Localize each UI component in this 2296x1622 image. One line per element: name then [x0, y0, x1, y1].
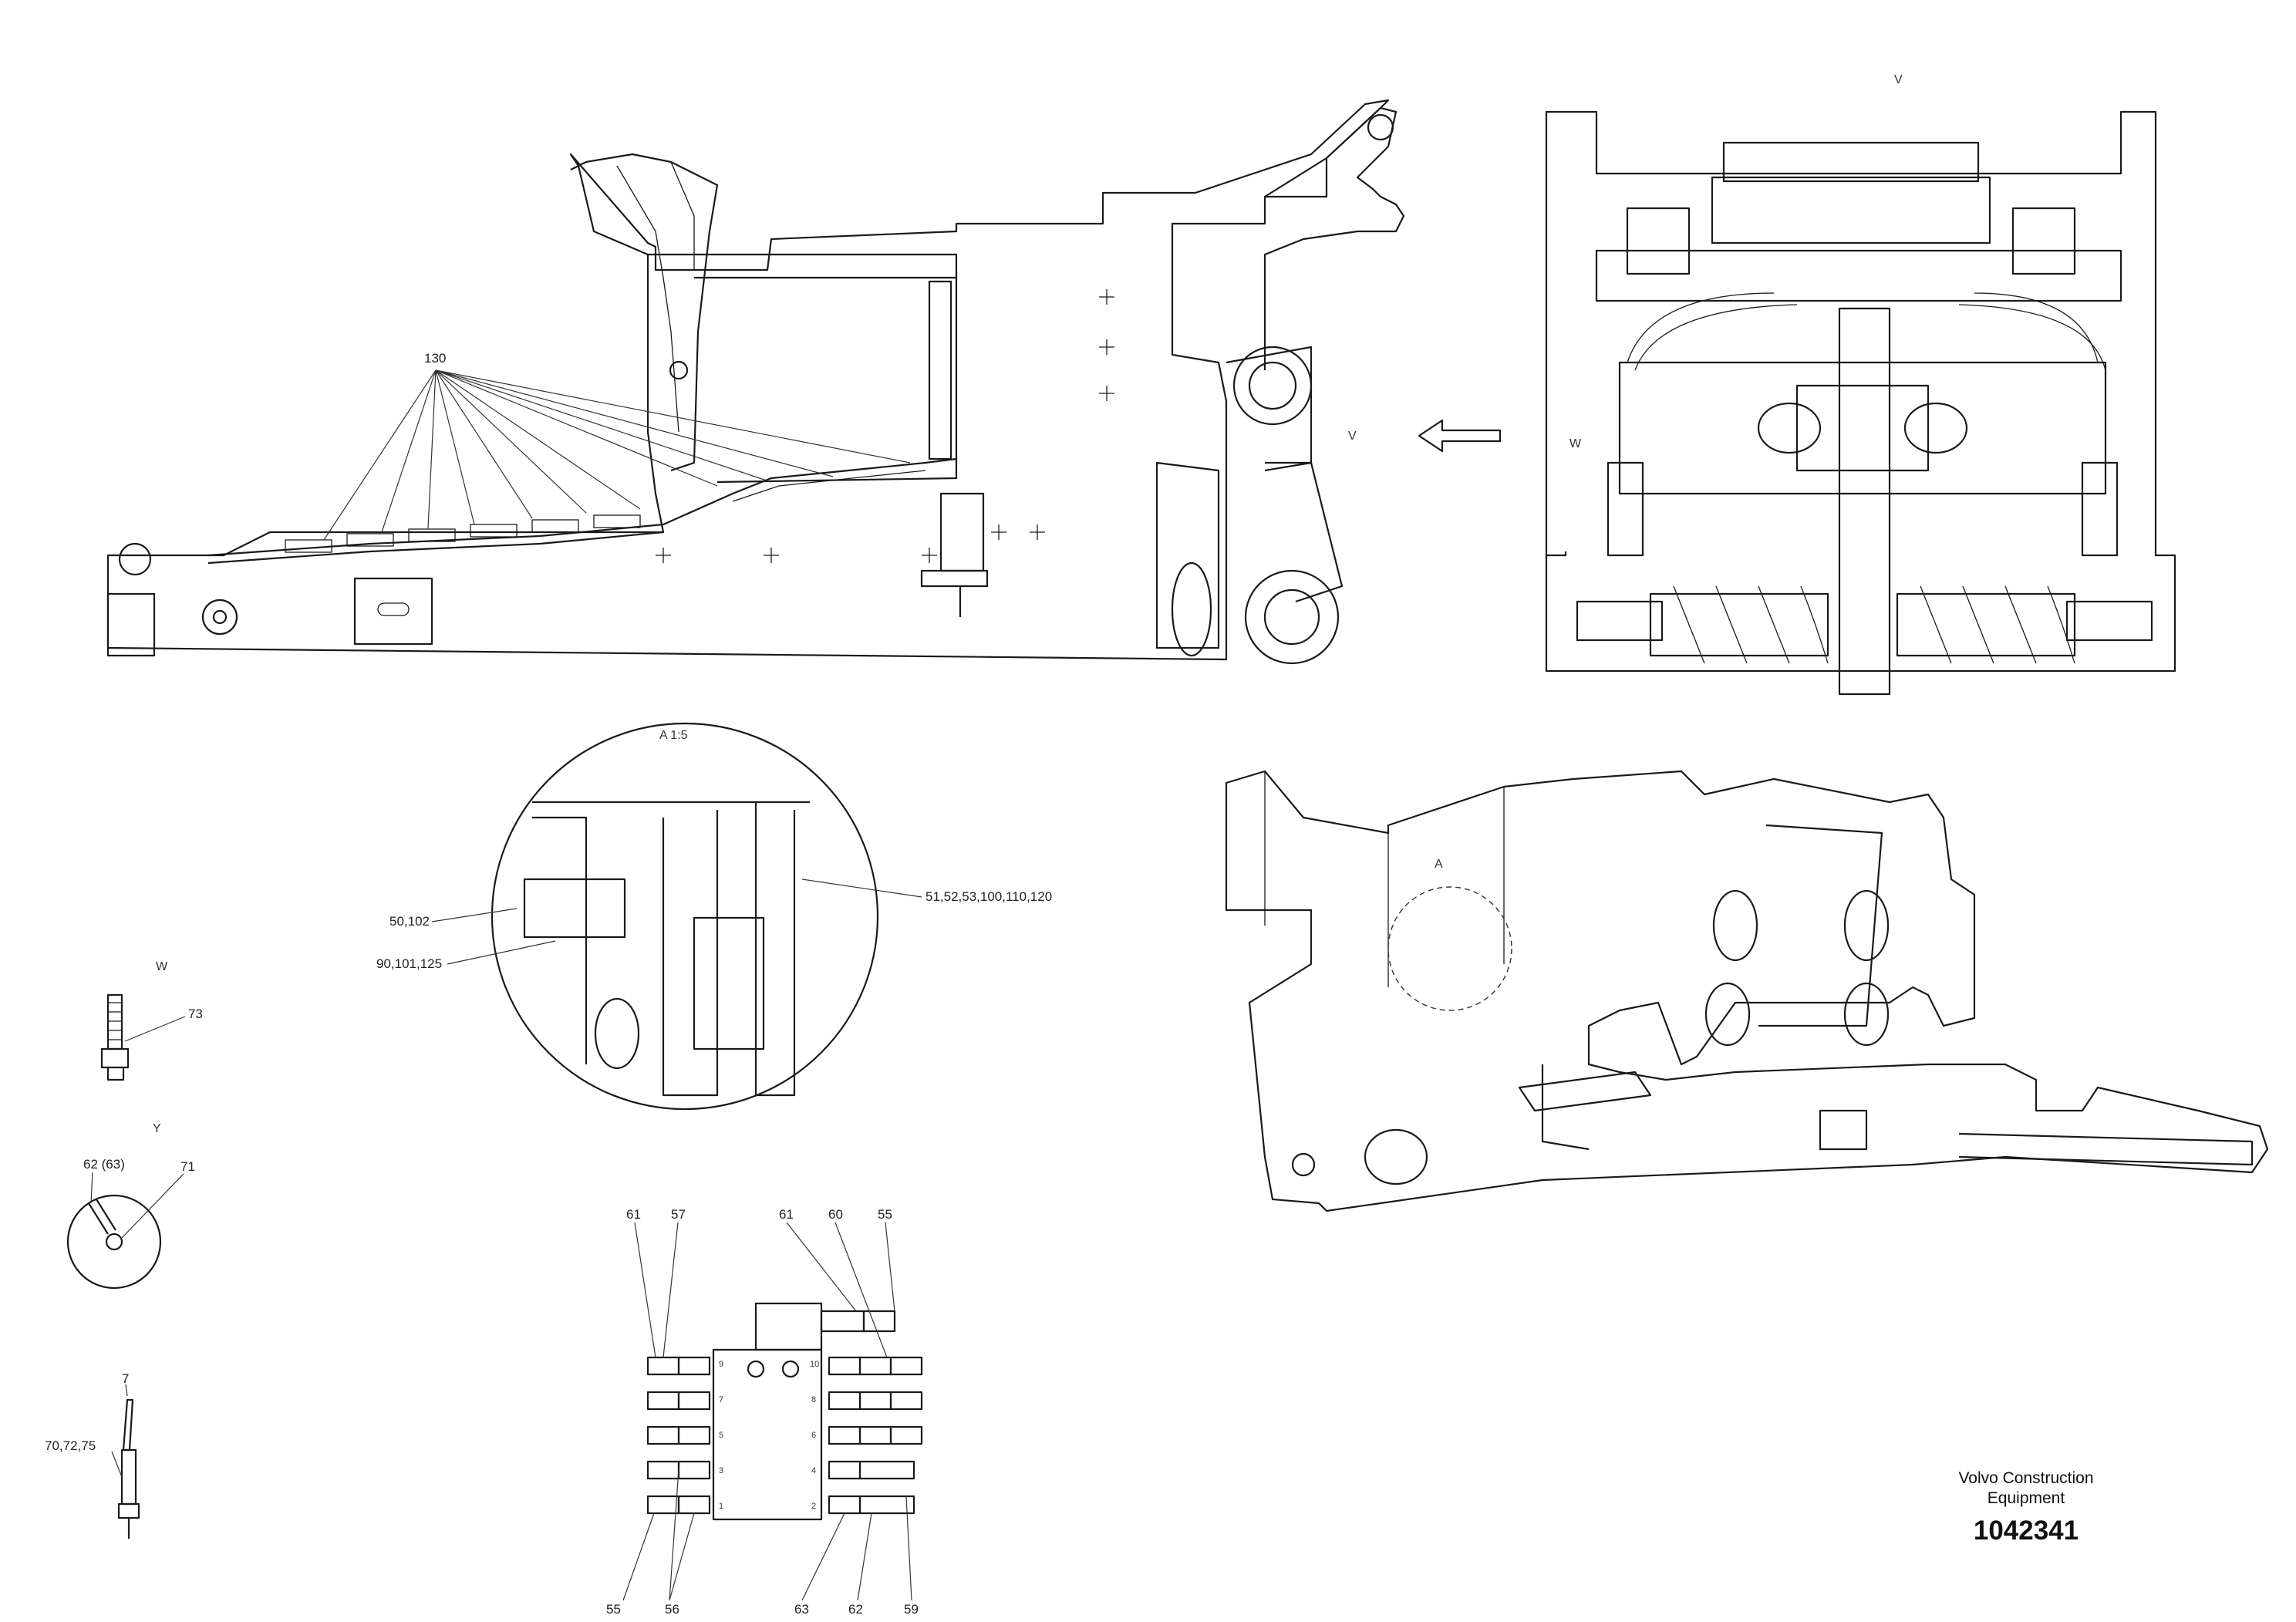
callout-71: 71	[180, 1159, 195, 1174]
view-label-w: W	[156, 960, 168, 973]
callout-61b: 61	[779, 1207, 794, 1222]
view-label-y: Y	[153, 1122, 161, 1135]
port-10: 10	[810, 1360, 819, 1369]
view-label-w-marker: W	[1569, 437, 1582, 450]
port-8: 8	[811, 1395, 816, 1404]
company-name-line2: Equipment	[1988, 1489, 2065, 1507]
detail-y: Y 62 (63) 71	[66, 1122, 195, 1290]
view-label-v: V	[1894, 73, 1903, 86]
distribution-block: 9 10 7 8 5 6 3 4 1 2 61 57 61 60 55 55 5…	[606, 1207, 923, 1617]
isometric-view: A	[1225, 770, 2269, 1212]
callout-50-102: 50,102	[389, 914, 430, 929]
view-label-v-arrow: V	[1348, 430, 1357, 443]
detail-fitting-7: 7 70,72,75	[45, 1371, 140, 1539]
callout-55a: 55	[878, 1207, 892, 1222]
side-view: 130 V	[106, 99, 1502, 665]
auger-left	[1649, 585, 1829, 664]
port-1: 1	[719, 1502, 723, 1511]
port-3: 3	[719, 1466, 723, 1475]
company-name-line1: Volvo Construction	[1958, 1469, 2093, 1487]
detail-a-label: A 1:5	[659, 729, 688, 742]
callout-59: 59	[904, 1602, 919, 1617]
crosshair-markers	[656, 289, 1114, 563]
callout-62-63: 62 (63)	[83, 1157, 125, 1172]
callout-61a: 61	[626, 1207, 641, 1222]
detail-a-circle: A 1:5 50,102 90,101,125 51,52,53,100,110…	[376, 722, 1052, 1111]
title-block: Volvo Construction Equipment 1042341	[1958, 1469, 2093, 1546]
callout-7: 7	[122, 1371, 129, 1386]
callout-90-101-125: 90,101,125	[376, 956, 442, 971]
top-view-v: V W	[1545, 73, 2176, 696]
leader-fan-130	[323, 369, 911, 541]
detail-a-iso-label: A	[1435, 858, 1443, 871]
port-9: 9	[719, 1360, 723, 1369]
auger-right	[1896, 585, 2076, 664]
callout-60: 60	[828, 1207, 843, 1222]
callout-57: 57	[671, 1207, 686, 1222]
detail-w: W 73	[100, 960, 203, 1081]
drawing-number: 1042341	[1974, 1516, 2079, 1546]
port-5: 5	[719, 1431, 723, 1440]
callout-73: 73	[188, 1007, 203, 1021]
callout-62: 62	[848, 1602, 863, 1617]
port-7: 7	[719, 1395, 723, 1404]
callout-70-72-75: 70,72,75	[45, 1438, 96, 1453]
callout-63: 63	[794, 1602, 809, 1617]
port-6: 6	[811, 1431, 816, 1440]
view-v-arrow: V	[1348, 419, 1502, 453]
callout-130: 130	[424, 351, 446, 366]
port-4: 4	[811, 1466, 816, 1475]
callout-51-group: 51,52,53,100,110,120	[925, 889, 1052, 904]
callout-56: 56	[665, 1602, 679, 1617]
callout-55b: 55	[606, 1602, 621, 1617]
port-2: 2	[811, 1502, 816, 1511]
